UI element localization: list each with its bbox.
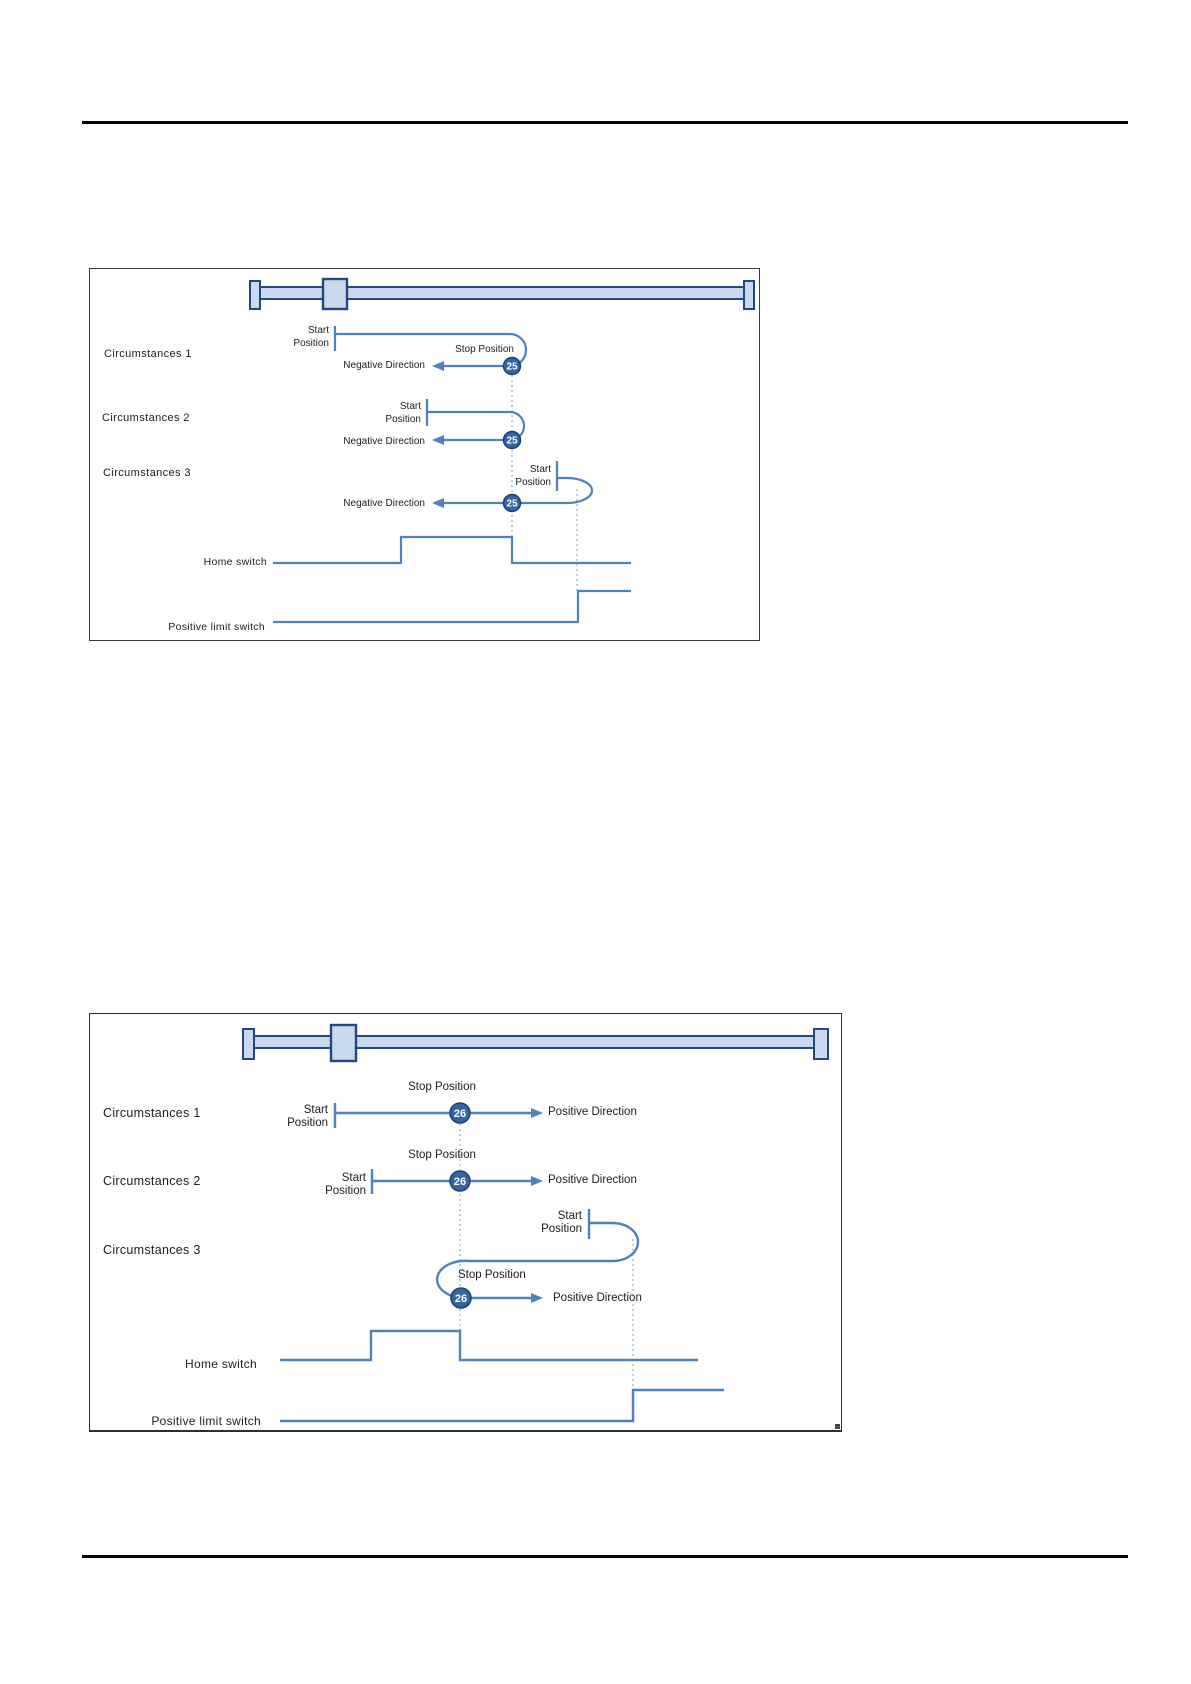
homing-method-25-drawing: 25 25 25 (249, 277, 755, 624)
method-marker-1: 26 (449, 1102, 471, 1124)
stop-position-label-2: Stop Position (408, 1149, 476, 1161)
direction-label-2: Positive Direction (548, 1174, 637, 1186)
home-switch-label: Home switch (203, 556, 267, 568)
start-position-label-1: Start Position (241, 324, 329, 350)
direction-label-3: Negative Direction (343, 498, 425, 509)
positive-limit-switch-signal (280, 1388, 724, 1423)
home-switch-signal (273, 535, 631, 565)
method-marker-number: 25 (506, 499, 518, 510)
resize-handle (835, 1424, 840, 1429)
direction-label-3: Positive Direction (553, 1292, 642, 1304)
homing-method-26-diagram: 26 26 26 Circumstances 1 Circumstances 2… (89, 1013, 842, 1432)
start-position-line2: Position (287, 1117, 328, 1129)
method-marker-number: 25 (506, 436, 518, 447)
stop-position-label-3: Stop Position (458, 1269, 526, 1281)
start-position-line1: Start (557, 1210, 582, 1222)
positive-limit-switch-label: Positive limit switch (151, 1414, 261, 1428)
rail (242, 1023, 829, 1063)
method-marker-2: 25 (502, 430, 522, 450)
motion-path-1 (333, 1103, 531, 1128)
direction-label-2: Negative Direction (343, 436, 425, 447)
arrowhead-right-1 (531, 1108, 543, 1118)
method-marker-number: 26 (455, 1293, 467, 1305)
home-switch-signal (280, 1329, 698, 1362)
start-position-line2: Position (515, 477, 551, 488)
start-position-line1: Start (399, 401, 421, 412)
motion-path-3 (436, 1209, 640, 1300)
rail-left-end (242, 1028, 255, 1060)
method-marker-2: 26 (449, 1170, 471, 1192)
circumstances-1-label: Circumstances 1 (103, 1106, 201, 1120)
method-marker-number: 26 (454, 1176, 466, 1188)
circumstances-3-label: Circumstances 3 (103, 1243, 201, 1257)
rail-slider (329, 1023, 358, 1063)
start-position-label-3: Start Position (496, 1210, 582, 1236)
start-position-line1: Start (307, 325, 329, 336)
method-marker-3: 25 (502, 493, 522, 513)
direction-label-1: Negative Direction (343, 360, 425, 371)
start-position-line2: Position (385, 414, 421, 425)
start-position-line2: Position (325, 1185, 366, 1197)
arrowhead-right-2 (531, 1176, 543, 1186)
page-rule-bottom (82, 1555, 1128, 1558)
start-position-label-3: Start Position (463, 463, 551, 489)
arrowhead-left-3 (432, 498, 444, 508)
rail-slider (321, 277, 349, 311)
method-marker-1: 25 (502, 356, 522, 376)
arrowhead-right-3 (531, 1293, 543, 1303)
start-position-label-2: Start Position (333, 400, 421, 426)
rail (249, 277, 755, 311)
rail-left-end (249, 280, 261, 310)
homing-method-26-drawing: 26 26 26 (242, 1023, 829, 1423)
arrowhead-left-2 (432, 435, 444, 445)
start-position-line2: Position (293, 338, 329, 349)
direction-label-1: Positive Direction (548, 1106, 637, 1118)
page-rule-top (82, 121, 1128, 124)
positive-limit-switch-signal (273, 589, 631, 624)
start-position-line1: Start (303, 1104, 328, 1116)
start-position-label-1: Start Position (242, 1104, 328, 1130)
stop-position-label-1: Stop Position (408, 1081, 476, 1093)
positive-limit-switch-label: Positive limit switch (168, 621, 265, 633)
start-position-line1: Start (529, 464, 551, 475)
rail-right-end (813, 1028, 829, 1060)
motion-path-3 (443, 461, 594, 505)
start-position-line2: Position (541, 1223, 582, 1235)
circumstances-1-label: Circumstances 1 (104, 348, 192, 360)
start-position-line1: Start (341, 1172, 366, 1184)
stop-position-label-1: Stop Position (455, 344, 514, 355)
circumstances-2-label: Circumstances 2 (102, 412, 190, 424)
home-switch-label: Home switch (185, 1357, 257, 1371)
method-marker-3: 26 (450, 1287, 472, 1309)
rail-right-end (743, 280, 755, 310)
method-marker-number: 26 (454, 1108, 466, 1120)
circumstances-3-label: Circumstances 3 (103, 467, 191, 479)
start-position-label-2: Start Position (280, 1172, 366, 1198)
method-marker-number: 25 (506, 362, 518, 373)
arrowhead-left-1 (432, 361, 444, 371)
homing-method-25-diagram: 25 25 25 Circumstances 1 Circumstances 2… (89, 268, 760, 641)
circumstances-2-label: Circumstances 2 (103, 1174, 201, 1188)
